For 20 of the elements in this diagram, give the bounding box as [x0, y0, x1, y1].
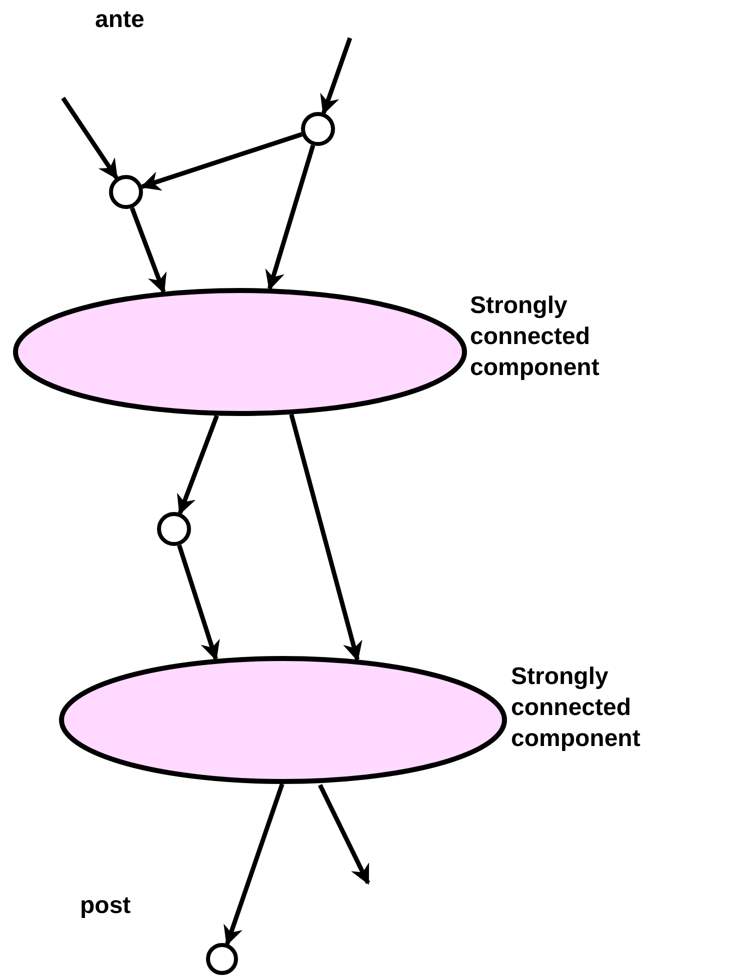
component-ellipse	[59, 656, 507, 784]
arrow	[61, 96, 118, 180]
node-circle	[109, 175, 143, 209]
component-ellipse	[13, 288, 467, 416]
arrow	[130, 207, 167, 294]
node-circle	[301, 112, 335, 146]
arrow	[318, 784, 370, 885]
component-caption: Strongly connected component	[470, 291, 600, 383]
component-caption: Strongly connected component	[511, 662, 642, 754]
arrow	[140, 132, 303, 191]
arrow	[224, 783, 284, 946]
arrow	[177, 414, 219, 515]
text-label: post	[80, 891, 131, 921]
arrow	[320, 37, 352, 115]
text-label: ante	[95, 5, 144, 35]
arrow	[177, 544, 220, 661]
node-circle	[206, 943, 238, 975]
arrow	[265, 144, 316, 290]
arrow	[289, 414, 362, 662]
node-circle	[157, 512, 191, 546]
